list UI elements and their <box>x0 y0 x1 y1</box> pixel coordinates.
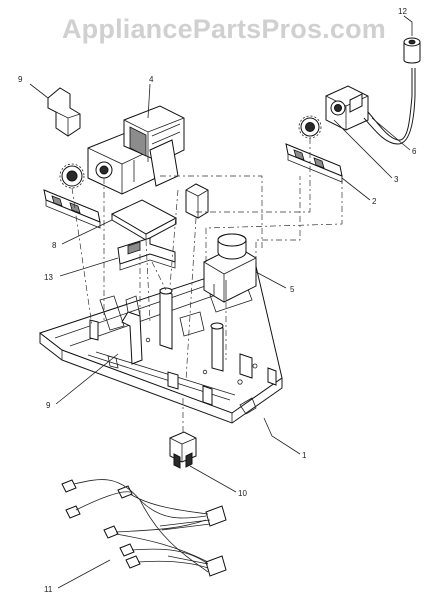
rail-clip-right <box>285 143 343 183</box>
switch-part-6 <box>325 68 416 145</box>
block-part-9-top <box>47 87 81 137</box>
callout-10: 10 <box>238 489 247 498</box>
control-part-5 <box>203 233 257 303</box>
callout-13: 13 <box>44 273 53 282</box>
callout-9-top: 9 <box>18 75 23 84</box>
callout-3: 3 <box>394 175 399 184</box>
callout-9-left: 9 <box>46 401 51 410</box>
callout-11: 11 <box>44 585 53 594</box>
cylinder-part-12 <box>403 37 421 64</box>
damper-motor-housing <box>87 105 185 195</box>
plate-part-8 <box>110 199 178 241</box>
assembly-lines <box>71 138 343 432</box>
callout-5: 5 <box>290 285 295 294</box>
rail-clip-left <box>43 189 101 229</box>
bracket-part-13 <box>117 237 176 271</box>
gear-right <box>298 115 322 139</box>
callout-2: 2 <box>372 197 377 206</box>
callout-6: 6 <box>412 147 417 156</box>
small-connector <box>185 183 209 219</box>
wire-harness-part-11 <box>61 479 227 577</box>
gear-left <box>59 163 85 189</box>
leader-lines <box>29 15 413 589</box>
switch-part-10 <box>169 431 197 469</box>
callout-1: 1 <box>302 451 307 460</box>
callout-4: 4 <box>149 75 154 84</box>
callout-labels: 9 4 12 6 3 2 5 8 13 9 1 10 11 <box>18 7 417 594</box>
callout-12: 12 <box>398 7 407 16</box>
callout-8: 8 <box>52 241 57 250</box>
